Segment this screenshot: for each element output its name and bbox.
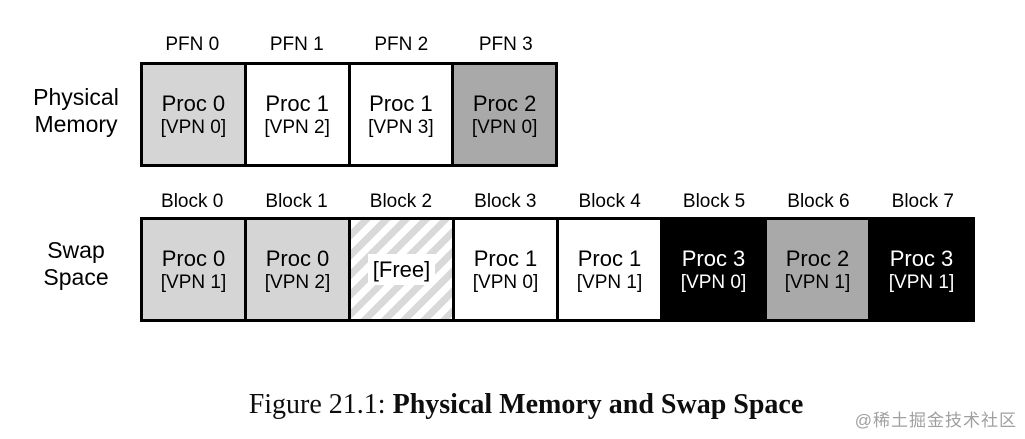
- physical-memory-frames: Proc 0 [VPN 0] Proc 1 [VPN 2] Proc 1 [VP…: [140, 62, 558, 167]
- pfn-label-2: PFN 2: [374, 34, 429, 55]
- pm-frame-2-proc-label: Proc 1: [369, 91, 433, 117]
- swap-block-7-vpn-label: [VPN 1]: [888, 271, 955, 293]
- juejin-watermark: @稀土掘金技术社区: [854, 411, 1017, 430]
- block-label-5: Block 5: [682, 191, 746, 212]
- swap-space-row-label: Swap Space: [16, 237, 136, 290]
- swap-block-3-proc-label: Proc 1: [473, 246, 538, 272]
- block-label-0: Block 0: [161, 191, 224, 212]
- physical-memory-label-line1: Physical: [33, 84, 119, 110]
- figure-caption-title: Physical Memory and Swap Space: [392, 389, 804, 420]
- pm-frame-1-proc-label: Proc 1: [265, 91, 329, 117]
- pm-frame-3: Proc 2 [VPN 0]: [451, 65, 555, 164]
- swap-block-2-free: [Free]: [348, 220, 452, 319]
- pm-frame-2: Proc 1 [VPN 3]: [347, 65, 452, 164]
- block-label-2: Block 2: [369, 191, 433, 212]
- pfn-label-0: PFN 0: [165, 34, 220, 55]
- block-label-4: Block 4: [578, 191, 641, 212]
- swap-space-blocks: Proc 0 [VPN 1] Proc 0 [VPN 2] [Free] Pro…: [140, 217, 975, 322]
- swap-block-4: Proc 1 [VPN 1]: [556, 220, 660, 319]
- pm-frame-3-proc-label: Proc 2: [472, 91, 537, 117]
- block-labels-row: Block 0 Block 1 Block 2 Block 3 Block 4 …: [140, 191, 975, 213]
- swap-block-5-proc-label: Proc 3: [681, 246, 746, 272]
- swap-block-1-proc-label: Proc 0: [265, 246, 330, 272]
- swap-block-5: Proc 3 [VPN 0]: [660, 220, 764, 319]
- swap-block-1-vpn-label: [VPN 2]: [264, 271, 331, 293]
- figure-caption-prefix: Figure 21.1:: [248, 389, 393, 420]
- swap-block-0: Proc 0 [VPN 1]: [143, 220, 244, 319]
- block-label-1: Block 1: [265, 191, 328, 212]
- swap-space-label-line1: Swap: [47, 237, 105, 263]
- pfn-label-3: PFN 3: [478, 34, 533, 55]
- swap-block-6: Proc 2 [VPN 1]: [764, 220, 868, 319]
- pm-frame-1: Proc 1 [VPN 2]: [243, 65, 348, 164]
- pm-frame-0: Proc 0 [VPN 0]: [143, 65, 244, 164]
- pm-frame-2-vpn-label: [VPN 3]: [368, 116, 434, 138]
- block-label-7: Block 7: [891, 191, 954, 212]
- swap-block-7-proc-label: Proc 3: [889, 246, 954, 272]
- swap-block-3-vpn-label: [VPN 0]: [472, 271, 539, 293]
- swap-block-2-free-label: [Free]: [367, 253, 436, 286]
- physical-memory-label-line2: Memory: [34, 110, 118, 137]
- swap-block-4-proc-label: Proc 1: [577, 246, 642, 272]
- pm-frame-0-vpn-label: [VPN 0]: [160, 116, 227, 138]
- swap-block-0-vpn-label: [VPN 1]: [160, 271, 227, 293]
- swap-block-5-vpn-label: [VPN 0]: [680, 271, 747, 293]
- physical-memory-row-label: Physical Memory: [16, 84, 136, 137]
- swap-block-7: Proc 3 [VPN 1]: [868, 220, 972, 319]
- pm-frame-3-vpn-label: [VPN 0]: [471, 116, 538, 138]
- swap-block-1: Proc 0 [VPN 2]: [244, 220, 348, 319]
- swap-block-4-vpn-label: [VPN 1]: [576, 271, 643, 293]
- swap-block-6-vpn-label: [VPN 1]: [784, 271, 851, 293]
- swap-space-label-line2: Space: [43, 263, 109, 290]
- pm-frame-1-vpn-label: [VPN 2]: [264, 116, 330, 138]
- swap-block-3: Proc 1 [VPN 0]: [452, 220, 556, 319]
- figure-caption: Figure 21.1: Physical Memory and Swap Sp…: [26, 389, 1025, 421]
- pfn-label-1: PFN 1: [269, 34, 324, 55]
- swap-block-0-proc-label: Proc 0: [161, 246, 226, 272]
- pm-frame-0-proc-label: Proc 0: [161, 91, 226, 117]
- block-label-6: Block 6: [787, 191, 850, 212]
- swap-block-6-proc-label: Proc 2: [785, 246, 850, 272]
- block-label-3: Block 3: [474, 191, 537, 212]
- pfn-labels-row: PFN 0 PFN 1 PFN 2 PFN 3: [140, 34, 558, 56]
